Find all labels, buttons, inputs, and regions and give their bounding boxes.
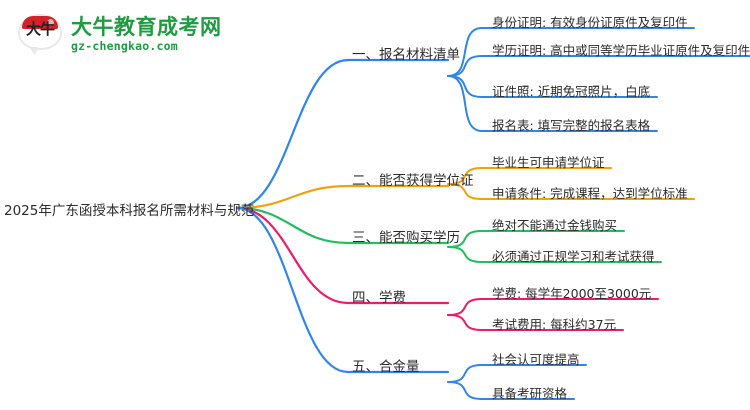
- logo-url: gz-chengkao.com: [71, 39, 178, 53]
- leaf-connector: [447, 381, 483, 400]
- mindmap-leaf-label[interactable]: 学历证明: 高中或同等学历毕业证原件及复印件: [492, 43, 750, 58]
- mindmap-branch-label[interactable]: 五、合金量: [352, 359, 420, 375]
- branch-line: [235, 206, 450, 245]
- mindmap-root-label[interactable]: 2025年广东函授本科报名所需材料与规范: [4, 203, 255, 219]
- mindmap-leaf-label[interactable]: 考试费用: 每科约37元: [492, 317, 617, 332]
- branch-line: [235, 206, 450, 374]
- leaf-connector: [447, 75, 483, 132]
- branch-line: [235, 58, 450, 210]
- mindmap-leaf-label[interactable]: 毕业生可申请学位证: [492, 155, 605, 170]
- mindmap-leaf-label[interactable]: 学费: 每学年2000至3000元: [492, 286, 652, 301]
- mindmap-leaf-label[interactable]: 具备考研资格: [492, 386, 568, 401]
- leaf-connector: [447, 314, 483, 331]
- leaf-connector: [447, 364, 483, 383]
- leaf-connector: [447, 75, 483, 98]
- logo-text-group: 大牛教育成考网 gz-chengkao.com: [71, 15, 222, 53]
- mindmap-leaf-label[interactable]: 报名表: 填写完整的报名表格: [492, 118, 651, 133]
- mindmap-leaf-label[interactable]: 身份证明: 有效身份证原件及复印件: [492, 15, 688, 30]
- branch-line: [235, 206, 450, 305]
- branch-line: [235, 184, 450, 210]
- leaf-connector: [447, 298, 483, 316]
- mindmap-leaf-label[interactable]: 申请条件: 完成课程，达到学位标准: [492, 186, 688, 201]
- mindmap-leaf-label[interactable]: 社会认可度提高: [492, 352, 580, 367]
- mindmap-branch-label[interactable]: 一、报名材料清单: [352, 47, 460, 63]
- mindmap-branch-label[interactable]: 三、能否购买学历: [352, 230, 460, 246]
- leaf-connector: [447, 55, 483, 77]
- logo-red-cap-shape: [22, 16, 58, 29]
- mindmap-branch-label[interactable]: 二、能否获得学位证: [352, 173, 474, 189]
- leaf-connector: [447, 183, 483, 200]
- site-logo: 大牛 大牛教育成考网 gz-chengkao.com: [18, 8, 228, 60]
- leaf-connector: [447, 246, 483, 263]
- mindmap-leaf-label[interactable]: 必须通过正规学习和考试获得: [492, 249, 655, 264]
- logo-title: 大牛教育成考网: [71, 15, 222, 39]
- mindmap-leaf-label[interactable]: 证件照: 近期免冠照片，白底: [492, 84, 651, 99]
- leaf-connector-lines: [447, 27, 483, 400]
- leaf-underlines: [481, 27, 750, 400]
- mindmap-leaf-label[interactable]: 绝对不能通过金钱购买: [492, 218, 618, 233]
- logo-mark-text: 大牛: [25, 20, 55, 38]
- mindmap-branch-label[interactable]: 四、学费: [352, 290, 406, 306]
- logo-mark-icon: 大牛: [18, 12, 64, 56]
- branch-connector-lines: [235, 58, 450, 374]
